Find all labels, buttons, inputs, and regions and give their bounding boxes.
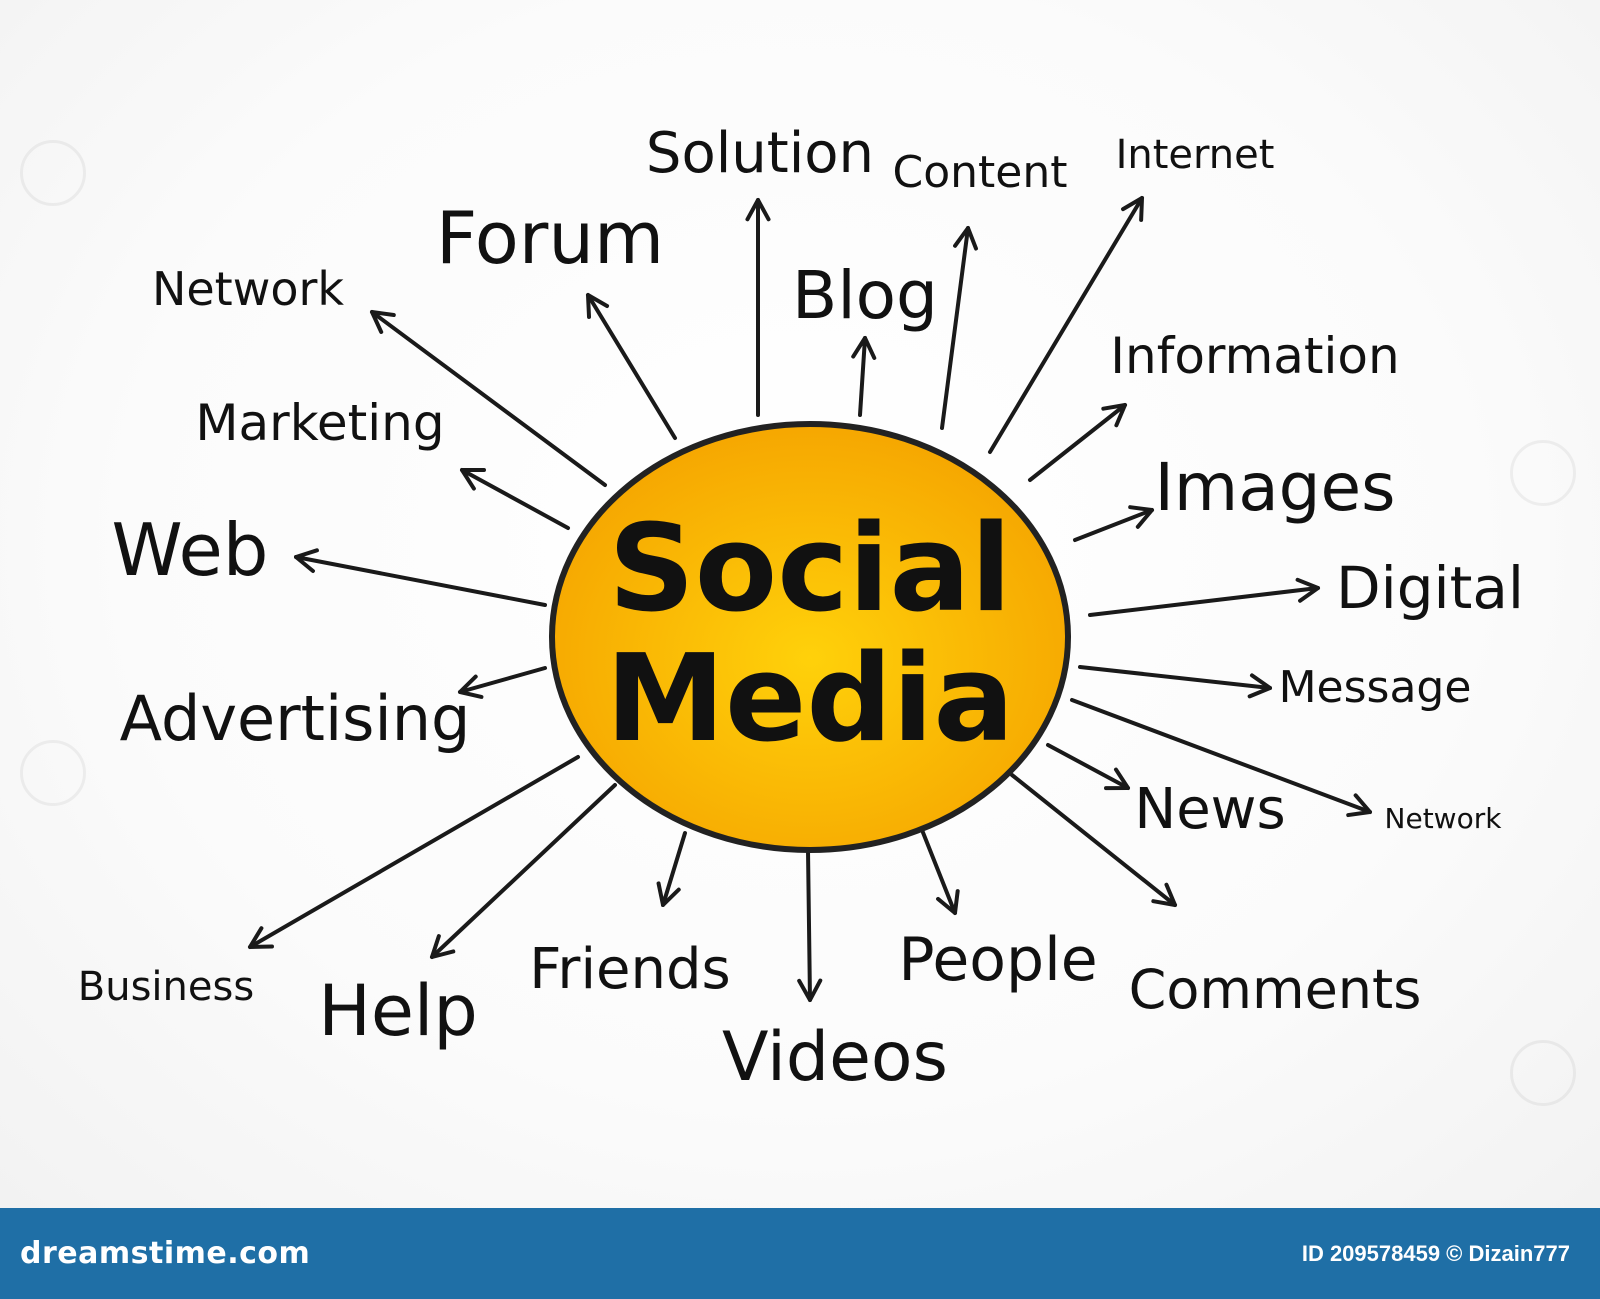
arrowhead-blog: [851, 336, 877, 360]
arrowhead-business: [248, 926, 274, 949]
arrow-business: [248, 755, 580, 949]
arrowhead-solution: [745, 198, 771, 222]
arrowhead-internet: [1121, 196, 1144, 222]
arrow-friends: [661, 831, 687, 907]
arrow-digital: [1088, 586, 1320, 617]
arrow-group: [248, 196, 1372, 1002]
arrowhead-people: [936, 889, 960, 915]
label-marketing: Marketing: [195, 394, 444, 452]
label-forum: Forum: [436, 196, 664, 280]
central-node: [549, 421, 1071, 853]
label-content: Content: [893, 147, 1068, 198]
label-news: News: [1134, 777, 1285, 842]
label-web: Web: [112, 508, 269, 592]
footer-bar: dreamstime.com ID 209578459 © Dizain777: [0, 1208, 1600, 1299]
label-help: Help: [318, 970, 478, 1052]
label-network2: Network: [1385, 802, 1503, 835]
arrowhead-marketing: [460, 468, 486, 491]
label-videos: Videos: [722, 1018, 948, 1097]
arrowhead-news: [1104, 767, 1130, 791]
watermark-icon: [20, 740, 86, 806]
arrow-message: [1078, 665, 1272, 690]
label-advertising: Advertising: [120, 682, 471, 755]
label-message: Message: [1279, 662, 1472, 713]
arrow-content: [940, 226, 970, 430]
arrow-videos: [806, 848, 812, 1002]
arrow-images: [1073, 508, 1154, 542]
arrowhead-videos: [797, 978, 823, 1002]
watermark-icon: [1510, 440, 1576, 506]
arrowhead-network: [370, 310, 396, 334]
label-information: Information: [1110, 327, 1399, 385]
arrowhead-content: [953, 226, 978, 251]
arrow-help: [430, 783, 617, 959]
arrowhead-digital: [1295, 577, 1320, 603]
label-comments: Comments: [1129, 958, 1422, 1021]
image-credit: ID 209578459 © Dizain777: [1301, 1240, 1570, 1266]
label-network: Network: [152, 262, 344, 316]
watermark-icon: [1510, 1040, 1576, 1106]
label-friends: Friends: [529, 937, 730, 1002]
central-node-title-line1: Social: [608, 500, 1011, 639]
arrow-advertising: [458, 666, 547, 694]
arrow-comments: [1010, 773, 1177, 907]
arrowhead-help: [430, 934, 456, 959]
arrowhead-friends: [656, 881, 681, 907]
arrowhead-images: [1128, 505, 1154, 529]
arrow-network: [370, 310, 607, 487]
arrow-internet: [988, 196, 1144, 454]
arrowhead-advertising: [458, 674, 484, 699]
label-blog: Blog: [792, 257, 938, 334]
arrow-people: [920, 828, 957, 915]
label-internet: Internet: [1116, 132, 1275, 178]
brand-logo: dreamstime.com: [20, 1236, 311, 1271]
arrow-network2: [1070, 698, 1372, 814]
arrowhead-message: [1247, 673, 1272, 699]
arrow-web: [294, 555, 547, 607]
watermark-icon: [20, 140, 86, 206]
arrow-forum: [586, 293, 677, 440]
arrow-news: [1046, 743, 1130, 790]
central-node-title-line2: Media: [606, 630, 1015, 769]
arrow-marketing: [460, 468, 570, 530]
label-people: People: [898, 925, 1097, 995]
label-images: Images: [1154, 449, 1395, 526]
arrowhead-comments: [1151, 882, 1177, 907]
arrowhead-web: [294, 548, 319, 574]
label-digital: Digital: [1336, 554, 1524, 622]
arrowhead-forum: [586, 293, 610, 319]
label-solution: Solution: [646, 121, 874, 186]
label-business: Business: [78, 964, 254, 1010]
arrowhead-network2: [1346, 793, 1372, 818]
arrowhead-information: [1101, 403, 1127, 428]
arrow-information: [1028, 403, 1127, 482]
arrow-blog: [858, 336, 867, 417]
